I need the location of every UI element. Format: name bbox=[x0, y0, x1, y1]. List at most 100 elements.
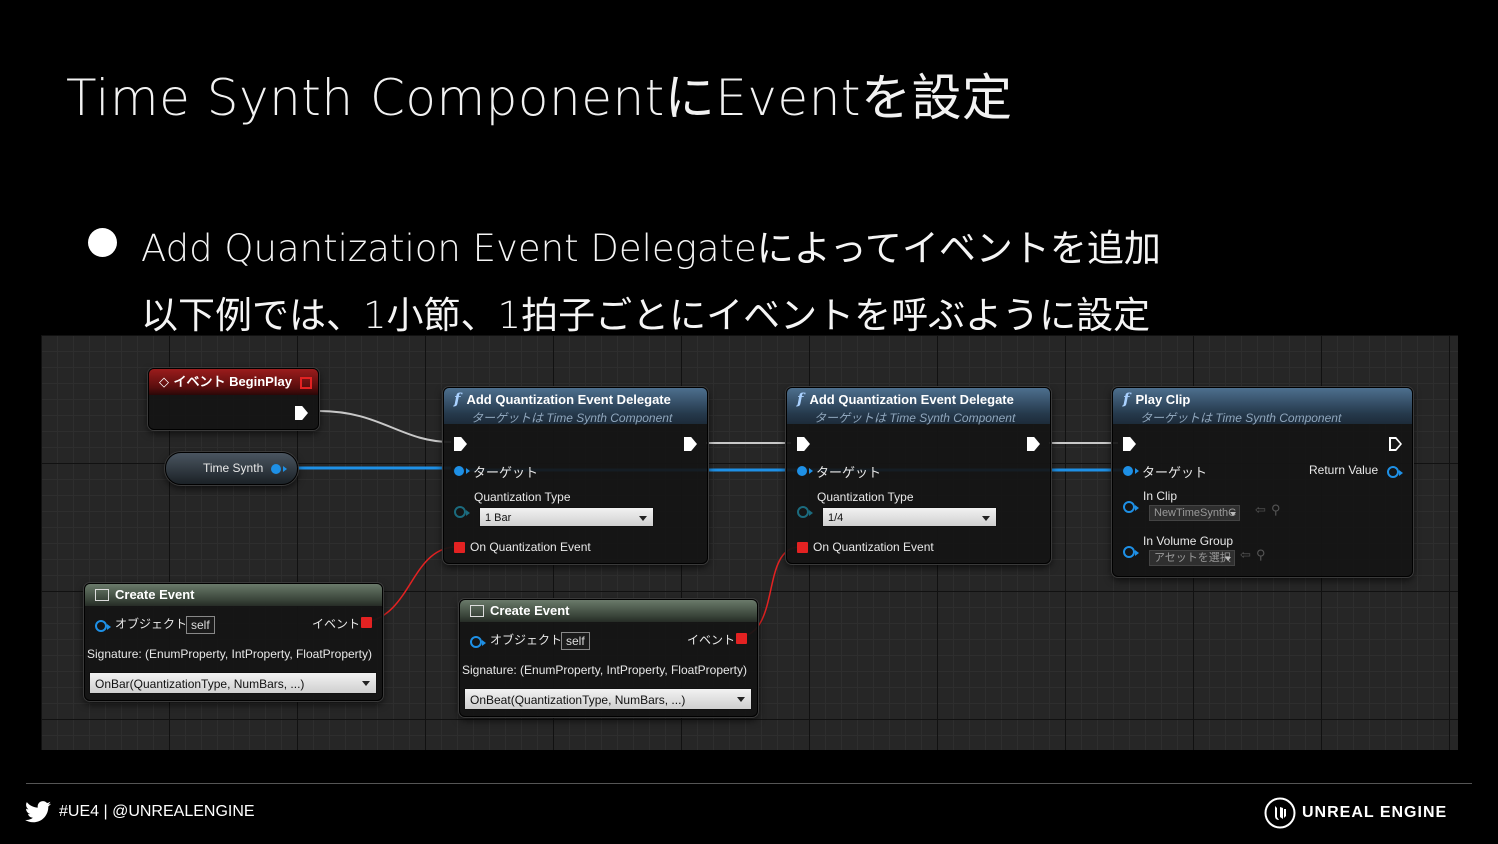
chevron-down-icon bbox=[1225, 557, 1231, 561]
node-title: Add Quantization Event Delegate bbox=[809, 392, 1014, 407]
dropdown-value: OnBeat(QuantizationType, NumBars, ...) bbox=[470, 693, 686, 707]
node-header: ◇ イベント BeginPlay bbox=[149, 369, 318, 395]
exec-in-pin[interactable] bbox=[797, 437, 810, 451]
quantization-type-pin[interactable] bbox=[797, 506, 813, 518]
node-header: Create Event bbox=[460, 600, 757, 622]
variable-label: Time Synth bbox=[203, 461, 264, 475]
footer-social-text: #UE4 | @UNREALENGINE bbox=[59, 803, 255, 820]
brand-wordmark: UNREAL ENGINE bbox=[1302, 804, 1448, 821]
dropdown-value: 1 Bar bbox=[485, 512, 512, 524]
object-pin[interactable] bbox=[95, 620, 111, 632]
node-header: Create Event bbox=[85, 584, 382, 606]
chevron-down-icon bbox=[737, 697, 745, 702]
play-clip-node[interactable]: f Play Clip ターゲットは Time Synth Component タ… bbox=[1112, 387, 1413, 577]
node-subtitle: ターゲットは Time Synth Component bbox=[814, 411, 1016, 425]
exec-out-pin[interactable] bbox=[1027, 437, 1040, 451]
on-quantization-event-pin[interactable] bbox=[797, 542, 808, 553]
node-title: Create Event bbox=[115, 587, 195, 602]
exec-out-pin[interactable] bbox=[684, 437, 697, 451]
event-out-pin[interactable] bbox=[736, 633, 747, 644]
node-title: Add Quantization Event Delegate bbox=[466, 392, 671, 407]
function-dropdown[interactable]: OnBeat(QuantizationType, NumBars, ...) bbox=[464, 688, 752, 710]
in-clip-asset-dropdown[interactable]: NewTimeSynthC bbox=[1149, 505, 1240, 521]
event-beginplay-node[interactable]: ◇ イベント BeginPlay bbox=[148, 368, 319, 430]
browse-search-icon[interactable]: ⚲ bbox=[1271, 502, 1281, 517]
quantization-type-dropdown[interactable]: 1 Bar bbox=[479, 507, 654, 527]
on-quantization-event-label: On Quantization Event bbox=[470, 540, 591, 554]
target-label: ターゲット bbox=[816, 465, 882, 480]
use-selected-arrow-icon[interactable]: ⇦ bbox=[1255, 502, 1266, 517]
create-event-node-1[interactable]: Create Event オブジェクト self イベント Signature:… bbox=[84, 583, 383, 701]
object-out-pin[interactable] bbox=[271, 464, 287, 474]
function-icon: f bbox=[1123, 390, 1130, 408]
in-clip-pin[interactable] bbox=[1123, 501, 1139, 513]
bullet-text-1: Add Quantization Event Delegateによってイベントを… bbox=[141, 227, 1161, 270]
bullet-icon bbox=[88, 228, 117, 257]
quantization-type-label: Quantization Type bbox=[817, 490, 914, 504]
event-out-pin[interactable] bbox=[361, 617, 372, 628]
dropdown-value: アセットを選択 bbox=[1154, 552, 1231, 564]
unreal-engine-logo bbox=[1264, 797, 1296, 829]
target-pin[interactable] bbox=[1123, 466, 1139, 476]
on-quantization-event-pin[interactable] bbox=[454, 542, 465, 553]
chevron-down-icon bbox=[639, 516, 647, 521]
node-subtitle: ターゲットは Time Synth Component bbox=[1140, 411, 1342, 425]
signature-text: Signature: (EnumProperty, IntProperty, F… bbox=[87, 647, 373, 661]
footer-divider bbox=[26, 783, 1472, 784]
chevron-down-icon bbox=[1230, 512, 1236, 516]
function-icon: f bbox=[454, 390, 461, 408]
object-pin[interactable] bbox=[470, 636, 486, 648]
bullet-text-2: 以下例では、1小節、1拍子ごとにイベントを呼ぶように設定 bbox=[141, 294, 1151, 337]
node-header: f Play Clip ターゲットは Time Synth Component bbox=[1113, 388, 1412, 425]
in-volume-group-pin[interactable] bbox=[1123, 546, 1139, 558]
return-value-pin[interactable] bbox=[1387, 466, 1403, 478]
exec-out-pin[interactable] bbox=[295, 406, 308, 420]
chevron-down-icon bbox=[362, 681, 370, 686]
self-box[interactable]: self bbox=[186, 616, 215, 634]
object-label: オブジェクト bbox=[115, 617, 188, 631]
twitter-bird-icon[interactable] bbox=[25, 801, 51, 823]
exec-out-pin[interactable] bbox=[1389, 437, 1402, 451]
exec-wire-beginplay bbox=[318, 410, 452, 443]
time-synth-variable-node[interactable]: Time Synth bbox=[165, 452, 298, 485]
in-volume-group-label: In Volume Group bbox=[1143, 534, 1234, 548]
node-title: Play Clip bbox=[1135, 392, 1191, 407]
exec-in-pin[interactable] bbox=[454, 437, 467, 451]
function-dropdown[interactable]: OnBar(QuantizationType, NumBars, ...) bbox=[89, 672, 377, 694]
use-selected-arrow-icon[interactable]: ⇦ bbox=[1240, 547, 1251, 562]
target-label: ターゲット bbox=[1142, 465, 1208, 480]
event-label: イベント bbox=[687, 633, 736, 647]
on-quantization-event-label: On Quantization Event bbox=[813, 540, 934, 554]
in-clip-label: In Clip bbox=[1143, 489, 1178, 503]
quantization-type-pin[interactable] bbox=[454, 506, 470, 518]
delegate-pin-icon[interactable] bbox=[300, 377, 312, 389]
target-pin[interactable] bbox=[797, 466, 813, 476]
create-event-icon bbox=[95, 588, 109, 601]
return-value-label: Return Value bbox=[1309, 463, 1379, 477]
dropdown-value: 1/4 bbox=[828, 512, 844, 524]
browse-search-icon[interactable]: ⚲ bbox=[1256, 547, 1266, 562]
slide-title: Time Synth ComponentにEventを設定 bbox=[66, 69, 1013, 127]
event-diamond-icon: ◇ bbox=[159, 374, 169, 389]
quantization-type-label: Quantization Type bbox=[474, 490, 571, 504]
dropdown-value: NewTimeSynthC bbox=[1154, 507, 1237, 519]
dropdown-value: OnBar(QuantizationType, NumBars, ...) bbox=[95, 677, 305, 691]
signature-text: Signature: (EnumProperty, IntProperty, F… bbox=[462, 663, 748, 677]
self-box[interactable]: self bbox=[561, 632, 590, 650]
object-label: オブジェクト bbox=[490, 633, 563, 647]
target-pin[interactable] bbox=[454, 466, 470, 476]
node-title: イベント BeginPlay bbox=[173, 374, 292, 389]
event-label: イベント bbox=[312, 617, 361, 631]
target-label: ターゲット bbox=[473, 465, 539, 480]
create-event-icon bbox=[470, 604, 484, 617]
exec-in-pin[interactable] bbox=[1123, 437, 1136, 451]
create-event-node-2[interactable]: Create Event オブジェクト self イベント Signature:… bbox=[459, 599, 758, 717]
quantization-type-dropdown[interactable]: 1/4 bbox=[822, 507, 997, 527]
node-title: Create Event bbox=[490, 603, 570, 618]
in-volume-group-dropdown[interactable]: アセットを選択 bbox=[1149, 550, 1235, 566]
